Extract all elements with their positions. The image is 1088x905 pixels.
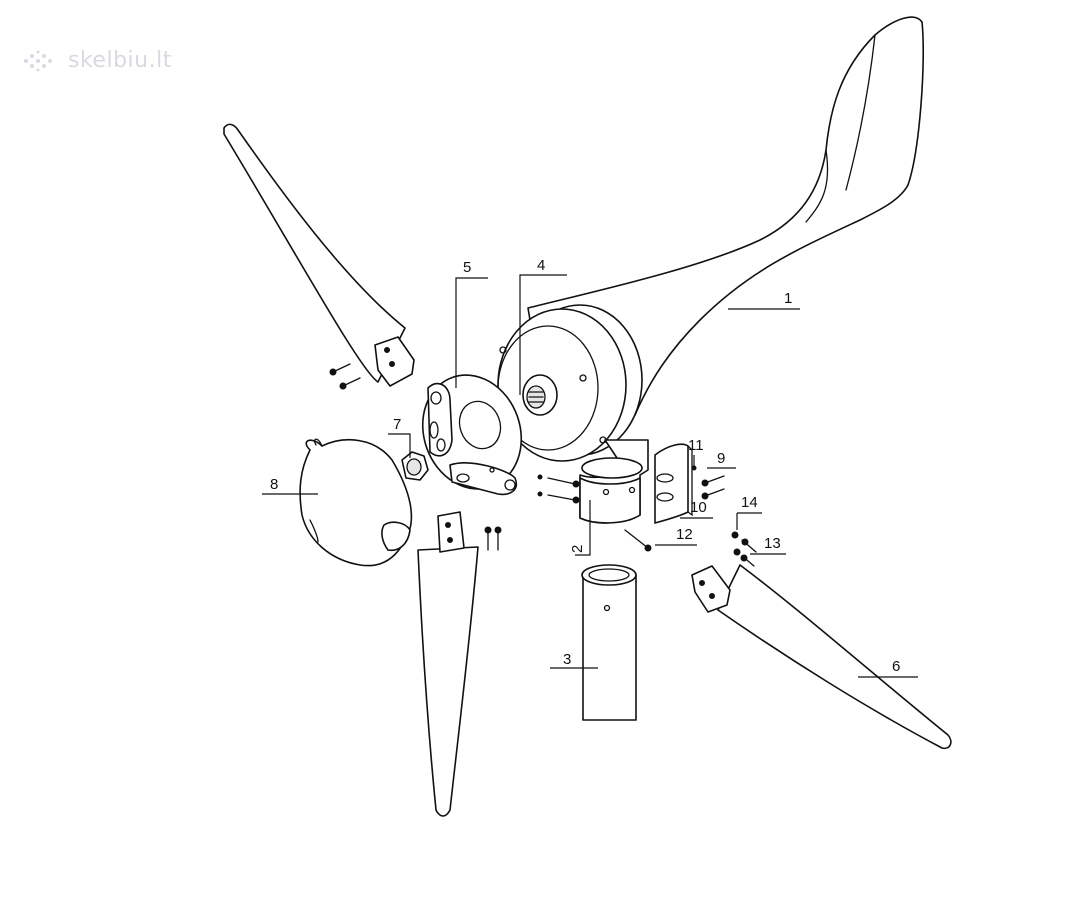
dots-logo-icon	[24, 50, 52, 71]
label-9: 9	[717, 450, 725, 467]
tower-pipe	[581, 564, 637, 721]
blade-bolts-top	[329, 363, 361, 390]
label-14: 14	[741, 494, 758, 511]
blade-right	[691, 564, 952, 750]
blade-bottom	[417, 511, 479, 817]
blade-bolts-bottom	[484, 526, 502, 551]
leader-lines	[262, 274, 918, 678]
part-labels: 1 2 3 4 5 6 7 8 9 10 11 12 13 14	[270, 257, 900, 675]
label-4: 4	[537, 257, 545, 274]
watermark-text: skelbiu.lt	[68, 48, 172, 73]
nacelle-tail	[527, 16, 925, 417]
blade-top-left	[223, 123, 415, 387]
label-8: 8	[270, 476, 278, 493]
blade-bolts-right	[731, 531, 757, 567]
label-10: 10	[690, 499, 707, 516]
watermark: skelbiu.lt	[22, 48, 172, 73]
yaw-adapter	[579, 439, 649, 524]
label-12: 12	[676, 526, 693, 543]
generator-housing	[497, 304, 643, 462]
hub-nut	[401, 451, 429, 481]
label-2: 2	[569, 545, 586, 553]
label-13: 13	[764, 535, 781, 552]
clamp	[654, 443, 693, 524]
hub-plate	[421, 374, 523, 496]
clamp-bolts	[691, 465, 725, 500]
label-5: 5	[463, 259, 471, 276]
label-11: 11	[688, 437, 704, 454]
label-3: 3	[563, 651, 571, 668]
label-1: 1	[784, 290, 792, 307]
label-7: 7	[393, 416, 401, 433]
label-6: 6	[892, 658, 900, 675]
set-screw	[624, 529, 652, 552]
adapter-bolts	[537, 474, 580, 504]
nose-cone	[299, 438, 413, 567]
